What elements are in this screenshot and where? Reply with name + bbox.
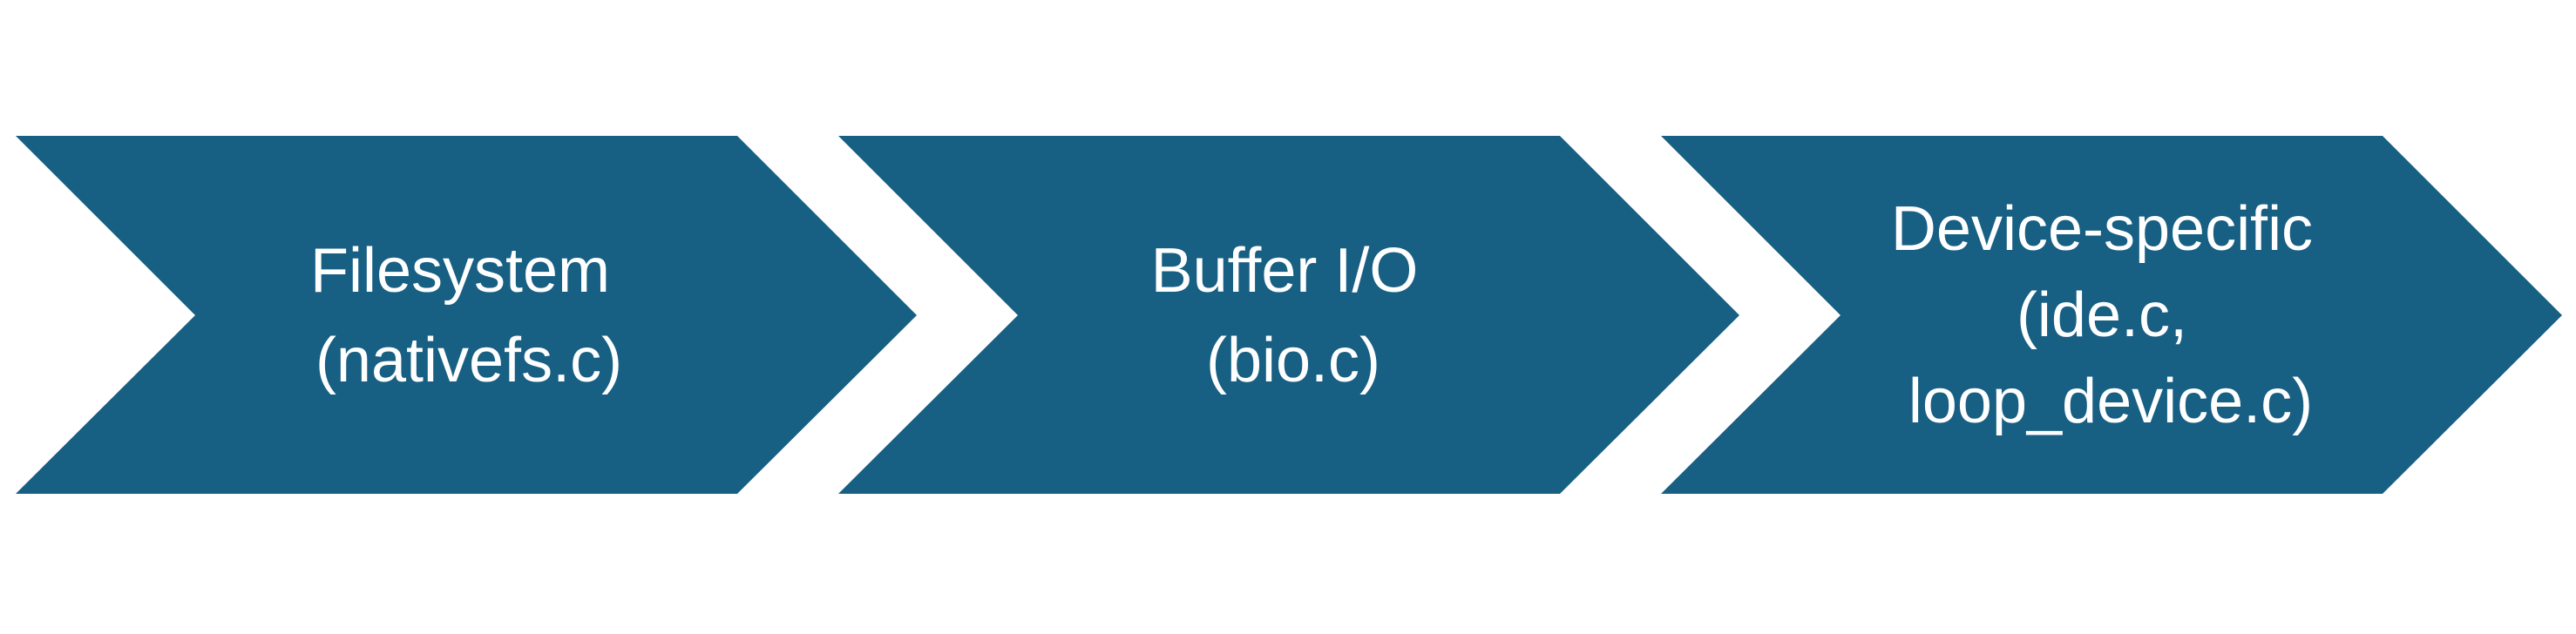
step-label-2-line-1: Buffer I/O: [1151, 236, 1419, 306]
step-label-1-line-1: Filesystem: [310, 236, 610, 306]
chevron-shape-3: [1661, 136, 2562, 494]
step-label-3-line-2: (ide.c,: [2017, 280, 2187, 350]
step-device-specific: Device-specific (ide.c, loop_device.c): [1661, 136, 2562, 494]
step-label-3-line-1: Device-specific: [1891, 194, 2313, 264]
step-label-3: Device-specific (ide.c, loop_device.c): [1891, 194, 2330, 436]
step-label-1-line-2: (nativefs.c): [315, 326, 622, 395]
step-label-1: Filesystem (nativefs.c): [310, 236, 627, 395]
step-label-2-line-2: (bio.c): [1206, 326, 1380, 395]
chevron-shape-1: [16, 136, 917, 494]
step-label-2: Buffer I/O (bio.c): [1151, 236, 1436, 395]
step-buffer-io: Buffer I/O (bio.c): [838, 136, 1739, 494]
chevron-shape-2: [838, 136, 1739, 494]
step-filesystem: Filesystem (nativefs.c): [16, 136, 917, 494]
step-label-3-line-3: loop_device.c): [1908, 367, 2313, 436]
